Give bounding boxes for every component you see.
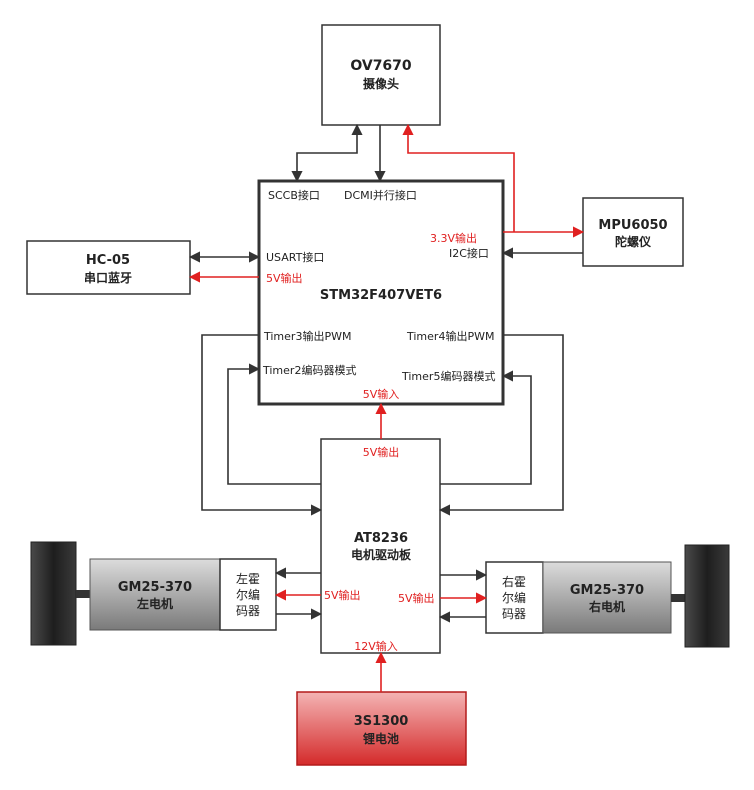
driver-name: AT8236 xyxy=(354,531,408,546)
camera-desc: 摄像头 xyxy=(363,76,399,91)
mcu-usart-label: USART接口 xyxy=(266,251,324,264)
battery-block: 3S1300 锂电池 xyxy=(296,691,467,766)
right-wheel xyxy=(671,544,730,648)
left-encoder-line1: 左霍 xyxy=(236,571,260,586)
right-motor-block: GM25-370 右电机 xyxy=(542,561,672,634)
sccb-link xyxy=(291,123,363,183)
driver-desc: 电机驱动板 xyxy=(351,547,412,562)
left-wheel xyxy=(30,541,90,646)
mcu-sccb-label: SCCB接口 xyxy=(268,189,320,202)
gyro-name: MPU6050 xyxy=(598,218,667,233)
bluetooth-desc: 串口蓝牙 xyxy=(84,270,132,285)
left-motor-name: GM25-370 xyxy=(118,580,192,595)
mcu-timer3-label: Timer3输出PWM xyxy=(263,329,351,343)
driver-out5v-left-label: 5V输出 xyxy=(324,588,361,602)
right-motor-desc: 右电机 xyxy=(588,599,625,614)
left-encoder-line2: 尔编 xyxy=(236,587,260,602)
mcu-timer2-label: Timer2编码器模式 xyxy=(262,363,356,377)
right-encoder-block: 右霍 尔编 码器 xyxy=(485,561,544,634)
left-encoder-block: 左霍 尔编 码器 xyxy=(219,558,277,631)
mcu-block: SCCB接口 DCMI并行接口 3.3V输出 I2C接口 USART接口 5V输… xyxy=(257,179,505,406)
mcu-i2c-label: I2C接口 xyxy=(449,247,489,260)
bluetooth-name: HC-05 xyxy=(86,253,130,268)
timer2-encoder-link xyxy=(227,363,321,485)
gyro-desc: 陀螺仪 xyxy=(615,234,652,249)
driver-out5v-top-label: 5V输出 xyxy=(363,445,400,459)
bluetooth-block: HC-05 串口蓝牙 xyxy=(26,240,191,295)
mcu-name: STM32F407VET6 xyxy=(320,288,442,303)
mcu-timer5-label: Timer5编码器模式 xyxy=(401,369,495,383)
right-motor-name: GM25-370 xyxy=(570,583,644,598)
left-encoder-line3: 码器 xyxy=(236,604,260,618)
right-encoder-line3: 码器 xyxy=(502,607,526,621)
mcu-dcmi-label: DCMI并行接口 xyxy=(344,188,417,202)
mcu-timer4-label: Timer4输出PWM xyxy=(406,329,494,343)
left-motor-desc: 左电机 xyxy=(136,596,173,611)
camera-name: OV7670 xyxy=(350,58,412,74)
timer4-pwm-link xyxy=(438,334,564,516)
mcu-in5v-label: 5V输入 xyxy=(363,387,400,401)
battery-desc: 锂电池 xyxy=(363,731,399,746)
right-encoder-line2: 尔编 xyxy=(502,590,526,605)
left-motor-block: GM25-370 左电机 xyxy=(89,558,221,631)
driver-out5v-right-label: 5V输出 xyxy=(398,591,435,605)
power-33v-camera xyxy=(402,123,515,232)
gyro-block: MPU6050 陀螺仪 xyxy=(582,197,684,267)
camera-block: OV7670 摄像头 xyxy=(321,24,441,126)
driver-in12v-label: 12V输入 xyxy=(354,639,398,653)
timer5-encoder-link xyxy=(440,370,532,485)
mcu-out5v-label: 5V输出 xyxy=(266,271,303,285)
driver-block: 5V输出 AT8236 电机驱动板 5V输出 5V输出 12V输入 xyxy=(320,438,441,654)
timer3-pwm-link xyxy=(201,334,323,516)
battery-name: 3S1300 xyxy=(354,714,409,729)
right-encoder-line1: 右霍 xyxy=(502,574,526,589)
mcu-out33v-label: 3.3V输出 xyxy=(430,231,477,245)
